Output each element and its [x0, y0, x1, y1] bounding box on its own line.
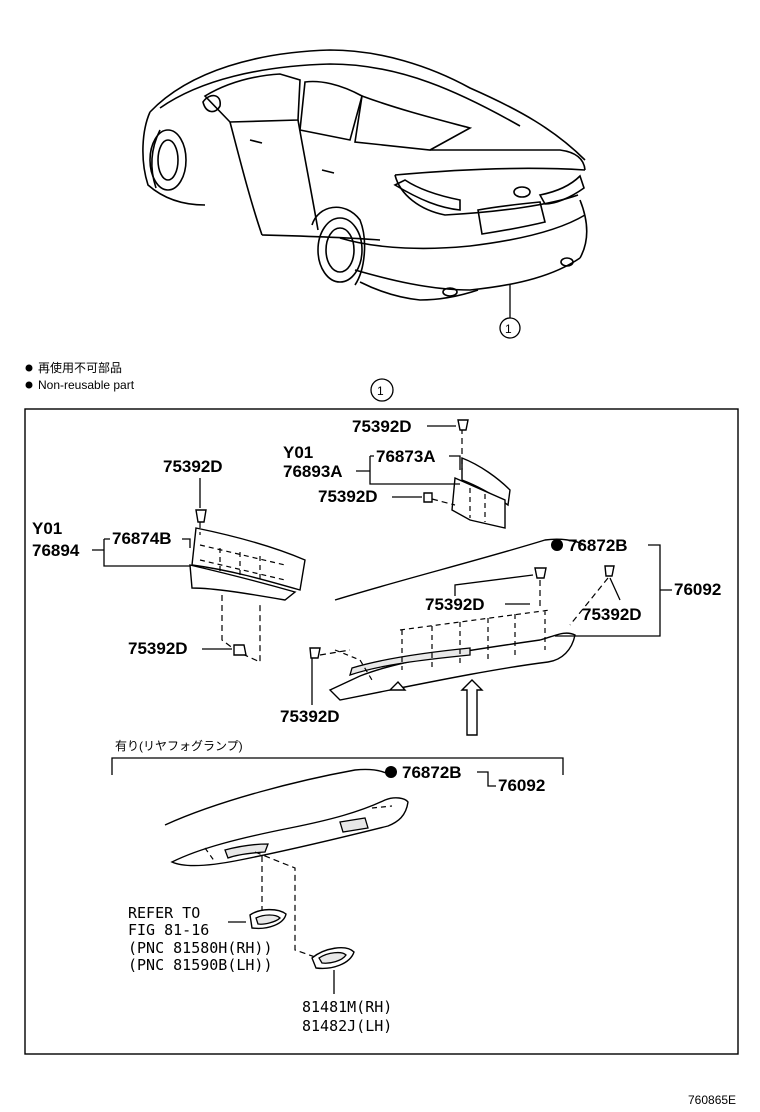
legend-jp: 再使用不可部品 — [38, 360, 122, 375]
clip-icon — [195, 509, 207, 523]
diagram-frame — [24, 408, 739, 1055]
label-75392d-bottom-left: 75392D — [128, 639, 188, 658]
label-75392d-right: 75392D — [582, 605, 642, 624]
callout-number-car: 1 — [505, 322, 512, 336]
clip-icon — [309, 647, 321, 659]
refer-line-4: (PNC 81590B(LH)) — [128, 956, 273, 974]
callout-number-frame: 1 — [377, 384, 384, 398]
car-illustration — [142, 49, 588, 339]
install-direction-arrow-icon — [460, 679, 484, 736]
clip-icon — [534, 567, 547, 579]
non-reusable-dot-icon — [25, 381, 33, 389]
refer-line-2: FIG 81-16 — [128, 921, 209, 939]
label-y01-left: Y01 — [32, 519, 62, 538]
non-reusable-dot-icon — [551, 539, 563, 551]
label-76873a: 76873A — [376, 447, 436, 466]
frame-callout-circle — [370, 378, 394, 402]
label-75392d-top: 75392D — [352, 417, 412, 436]
legend-en: Non-reusable part — [38, 378, 135, 392]
label-76872b-b: 76872B — [402, 763, 462, 782]
part-fog-lamp-ref — [249, 908, 287, 930]
part-76873a — [451, 456, 511, 529]
option-note-rear-fog-lamp: 有り(リヤフォグランプ) — [115, 739, 243, 753]
non-reusable-dot-icon — [385, 766, 397, 778]
label-76874b: 76874B — [112, 529, 172, 548]
clip-icon — [233, 644, 247, 656]
clip-icon — [457, 419, 469, 431]
refer-line-3: (PNC 81580H(RH)) — [128, 939, 273, 957]
figure-id: 760865E — [688, 1093, 736, 1107]
part-81481m — [311, 947, 355, 970]
part-76872b-main — [328, 538, 586, 701]
clip-icon — [423, 492, 433, 503]
label-75392d-mid: 75392D — [318, 487, 378, 506]
label-76092-a: 76092 — [674, 580, 721, 599]
part-76872b-fog — [164, 768, 409, 867]
label-81481m: 81481M(RH) — [302, 998, 392, 1016]
label-75392d-left-bottom: 75392D — [280, 707, 340, 726]
label-76872b-a: 76872B — [568, 536, 628, 555]
part-76874b — [189, 527, 306, 601]
label-75392d-center: 75392D — [425, 595, 485, 614]
label-76092-b: 76092 — [498, 776, 545, 795]
non-reusable-dot-icon — [25, 364, 33, 372]
label-76893a: 76893A — [283, 462, 343, 481]
label-y01-right: Y01 — [283, 443, 313, 462]
label-75392d-left-top: 75392D — [163, 457, 223, 476]
refer-line-1: REFER TO — [128, 904, 200, 922]
clip-icon — [604, 565, 615, 577]
label-76894: 76894 — [32, 541, 80, 560]
label-81482j: 81482J(LH) — [302, 1017, 392, 1035]
